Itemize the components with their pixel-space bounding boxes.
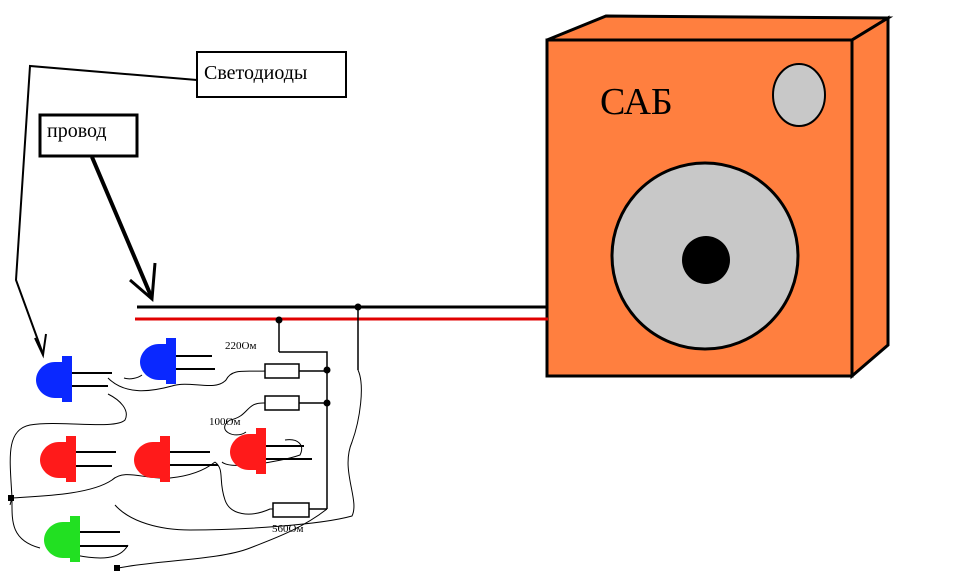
led-green: [44, 516, 128, 562]
speaker-label: САБ: [600, 81, 673, 123]
callout-arrow: [14, 64, 198, 355]
speaker-dust-cap: [682, 236, 730, 284]
arrow-head-icon: [34, 333, 47, 359]
callout-box: [196, 51, 347, 98]
speaker-side-face: [850, 15, 890, 380]
callout-arrow: [90, 156, 153, 297]
led-wiring: [9, 369, 362, 569]
resistor-220: [264, 363, 300, 379]
led-blue: [36, 356, 112, 402]
subwoofer-speaker: САБ: [545, 14, 894, 380]
callout-wire: провод: [38, 113, 157, 303]
callout-leds-label: Светодиоды: [204, 62, 307, 84]
resistor-bus: [279, 351, 328, 509]
callout-leds: Светодиоды: [14, 51, 347, 359]
callout-wire-label: провод: [47, 120, 107, 142]
junction-dot: [323, 366, 331, 374]
led-blue: [140, 338, 215, 384]
led-red: [134, 436, 218, 482]
callout-box: [38, 113, 139, 158]
speaker-port: [772, 63, 826, 127]
wire-node: [8, 495, 14, 501]
wire-node: [114, 565, 120, 571]
resistor-100: [264, 395, 300, 411]
speaker-top-face: [546, 14, 894, 42]
led-red: [40, 436, 116, 482]
resistor-label-220: 220Ом: [225, 340, 256, 352]
resistor-560: [272, 502, 310, 518]
arrow-head-icon: [129, 262, 157, 303]
led-red: [230, 428, 312, 474]
